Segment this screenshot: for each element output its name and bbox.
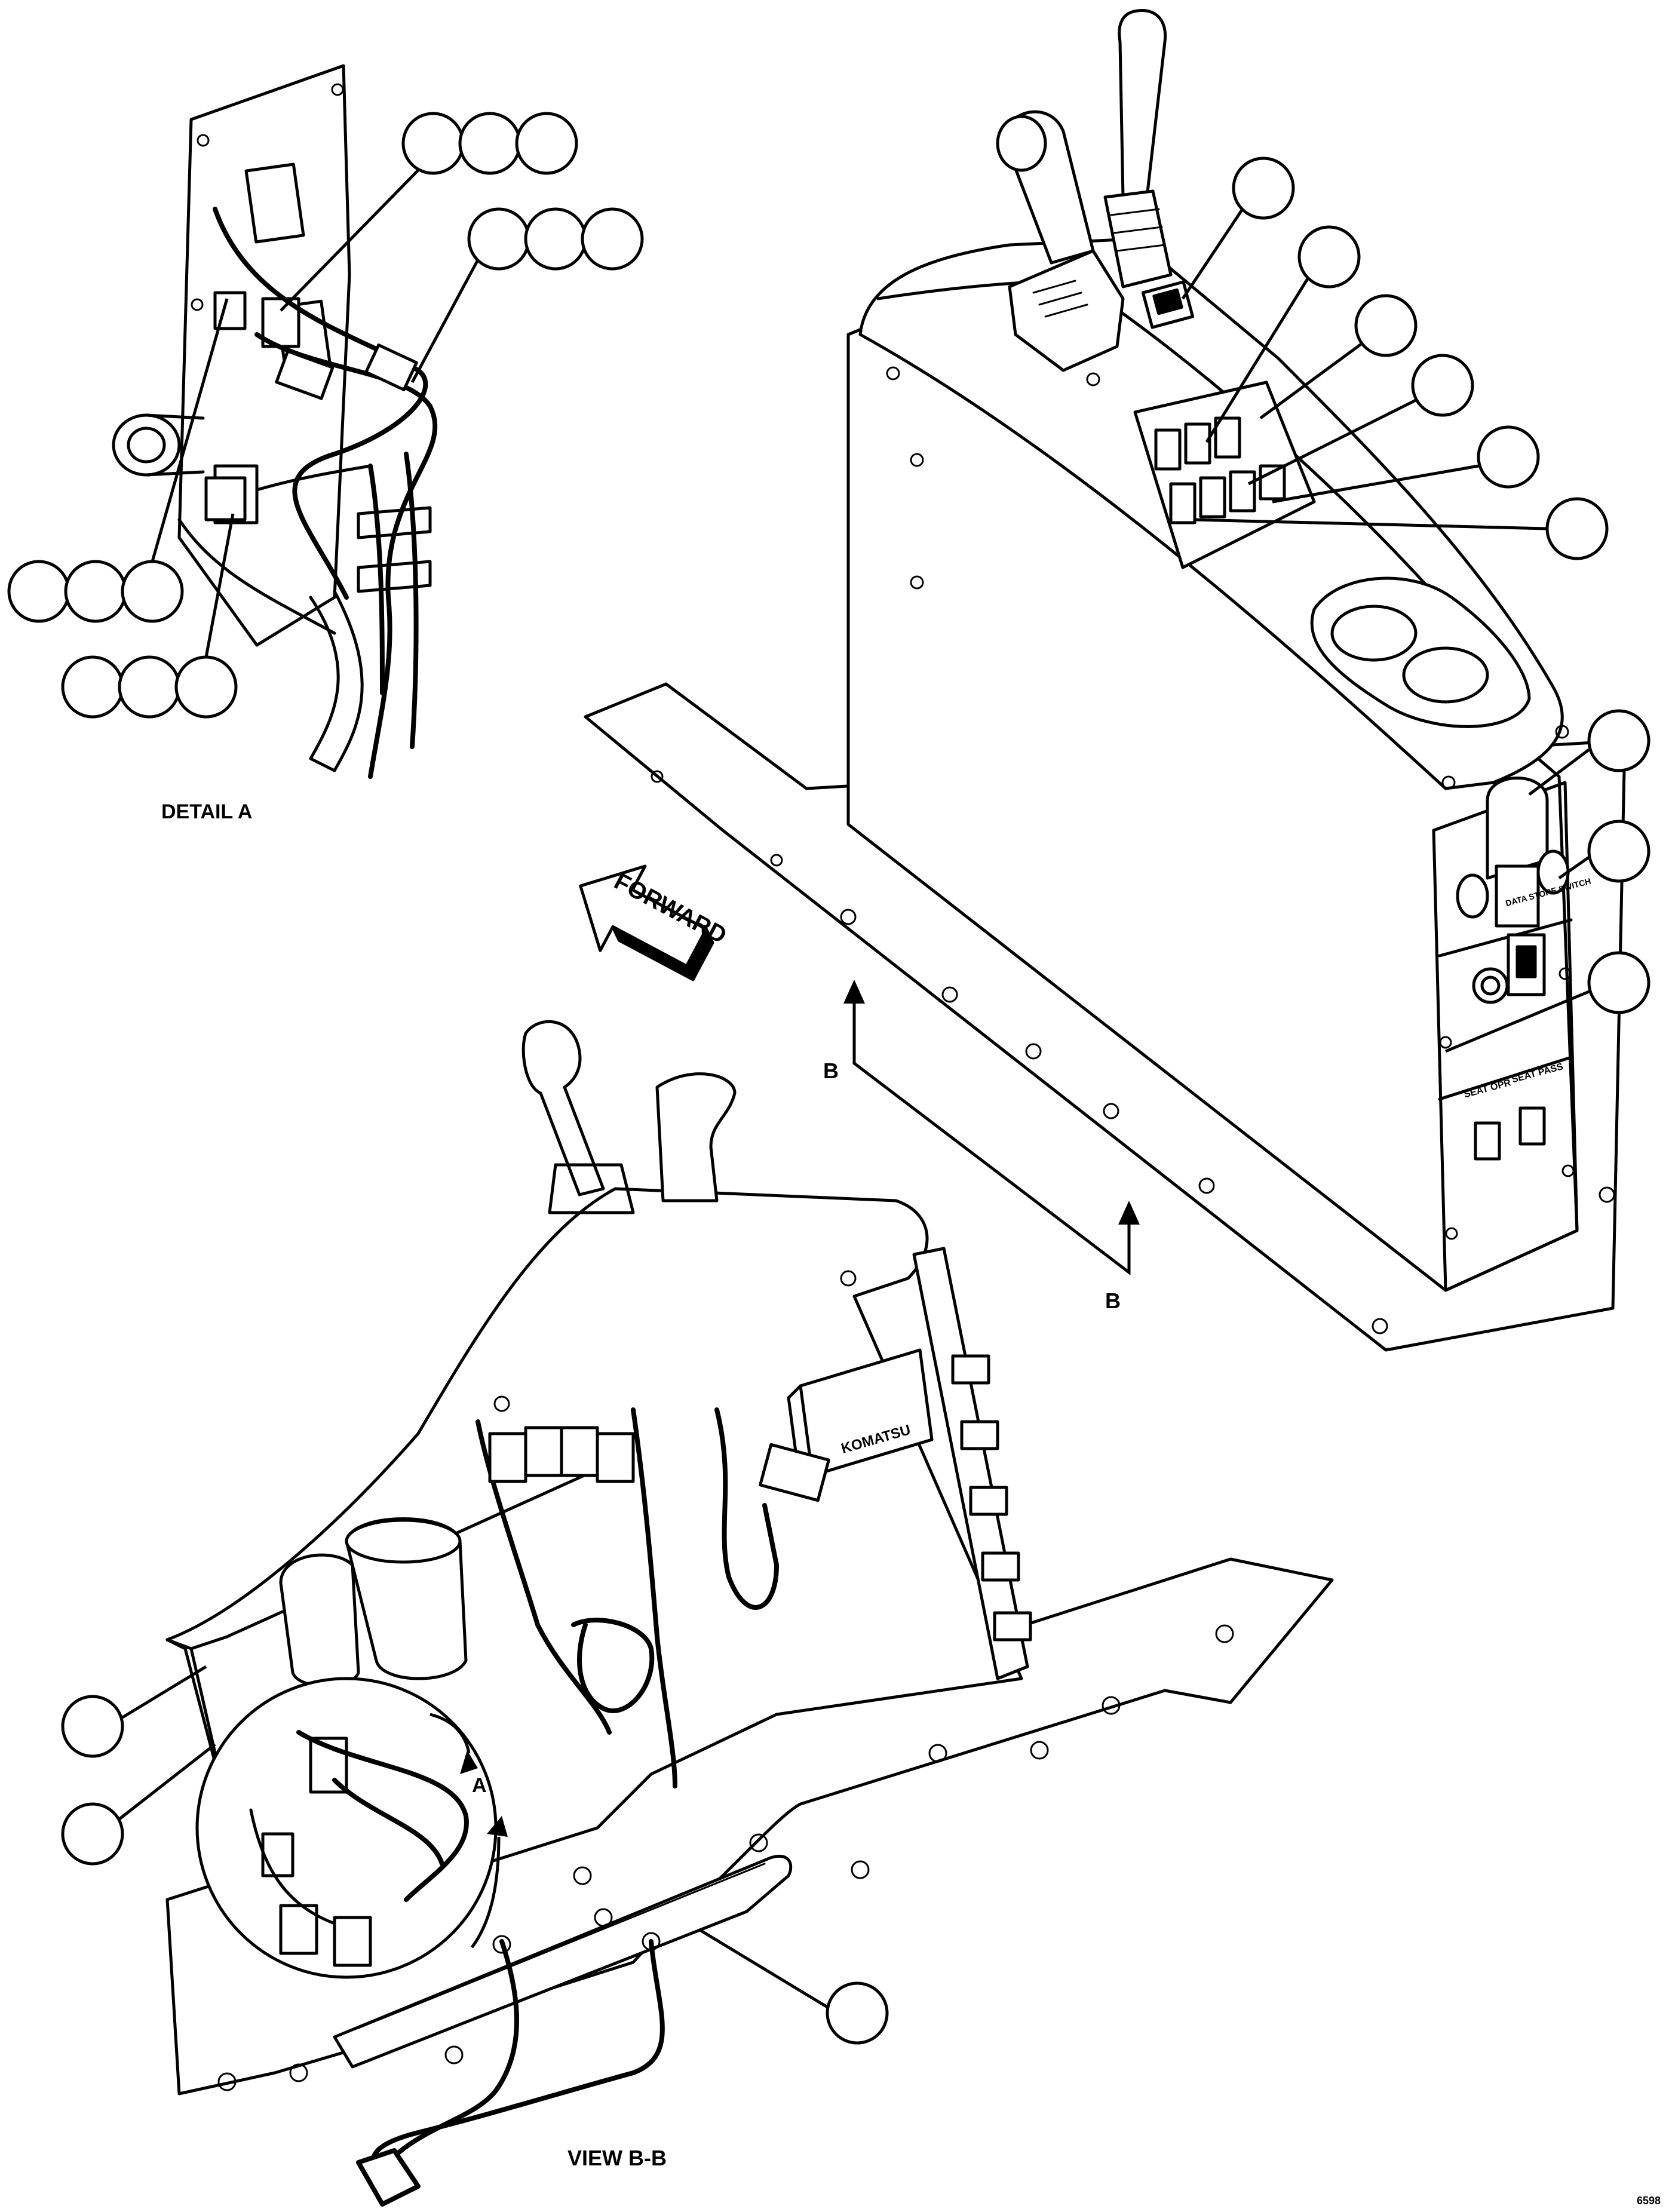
callout-circle bbox=[61, 1695, 124, 1758]
console-callouts bbox=[1181, 157, 1650, 1053]
callout-circle bbox=[1587, 951, 1650, 1014]
callout-circle bbox=[1477, 425, 1540, 489]
callout-circle bbox=[1232, 157, 1295, 220]
section-b-cut-line bbox=[843, 980, 1140, 1276]
figure-id: 6598 bbox=[1637, 2195, 1661, 2207]
callout-circle bbox=[64, 560, 127, 623]
callout-circle bbox=[826, 1981, 889, 2045]
callout-circle bbox=[174, 655, 238, 719]
callout-circle bbox=[401, 112, 465, 175]
view-bb-callouts bbox=[61, 1665, 889, 2045]
callout-circle bbox=[7, 560, 70, 623]
callout-circle bbox=[1354, 294, 1418, 357]
callout-circle bbox=[1587, 709, 1650, 772]
detail-ref-a-label: A bbox=[472, 1774, 487, 1797]
view-bb-drawing: KOMATSU bbox=[165, 1020, 1334, 2207]
view-bb-caption: VIEW B-B bbox=[567, 2146, 667, 2170]
callout-circle bbox=[581, 207, 644, 271]
callout-circle bbox=[1297, 225, 1361, 289]
section-b-bottom-label: B bbox=[1105, 1288, 1121, 1313]
callout-circle bbox=[1411, 354, 1474, 417]
callout-circle bbox=[515, 112, 578, 175]
forward-arrow bbox=[579, 864, 714, 981]
detail-a-callouts bbox=[7, 112, 644, 719]
callout-circle bbox=[121, 560, 184, 623]
detail-a-caption: DETAIL A bbox=[161, 800, 252, 823]
detail-a-drawing bbox=[112, 64, 438, 779]
callout-circle bbox=[61, 655, 124, 719]
detail-a-magnifier bbox=[195, 1677, 508, 1979]
console-drawing bbox=[584, 8, 1627, 1352]
callout-circle bbox=[524, 207, 587, 271]
callout-circle bbox=[61, 1802, 124, 1866]
callout-circle bbox=[1587, 820, 1650, 883]
section-b-top-label: B bbox=[823, 1059, 839, 1083]
callout-circle bbox=[458, 112, 521, 175]
callout-circle bbox=[118, 655, 181, 719]
callout-circle bbox=[1545, 497, 1609, 560]
